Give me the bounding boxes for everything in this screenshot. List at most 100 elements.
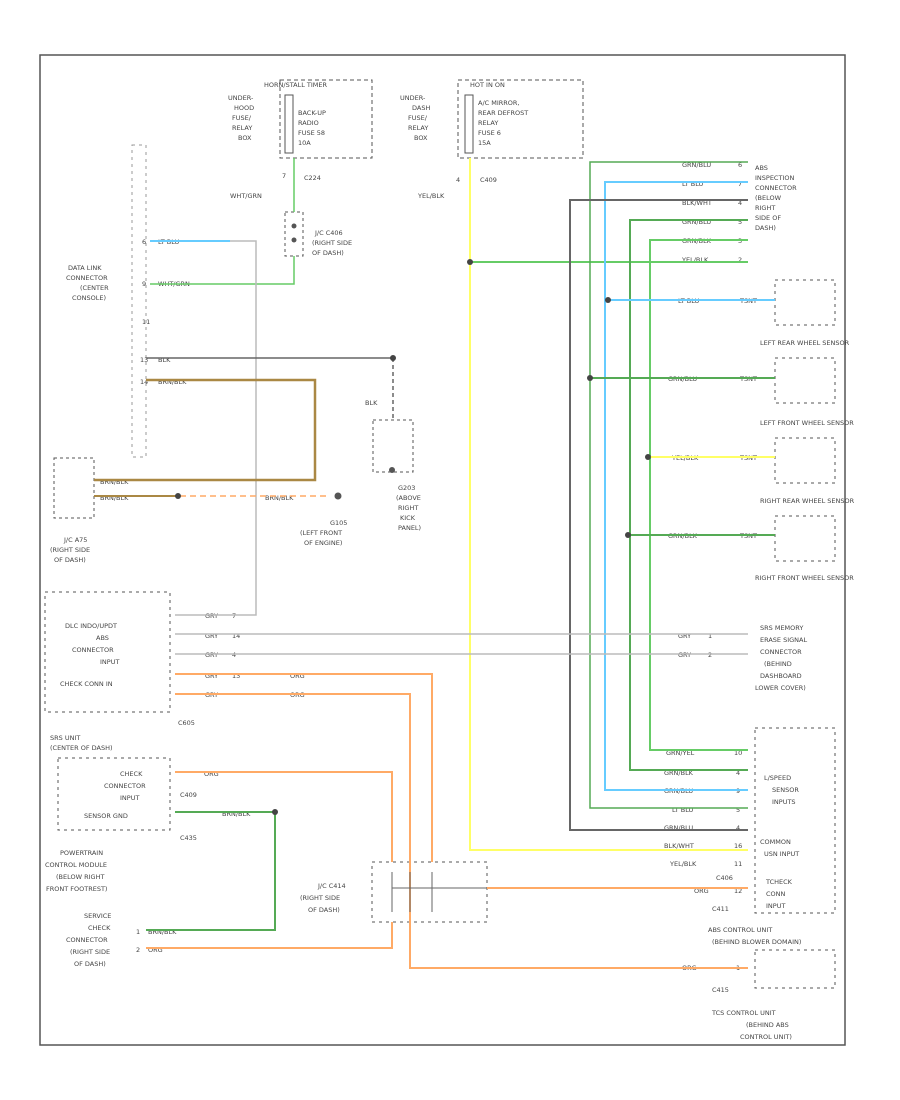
dlc-wire-blk: BLK [158, 356, 171, 364]
dlc-in-gry-2: GRY [205, 651, 218, 659]
jc-c406-1: (RIGHT SIDE [312, 239, 352, 247]
c605-label: C605 [178, 719, 195, 727]
abs-w-5: YEL/BLK [681, 256, 709, 264]
jc-c406-0: J/C C406 [314, 229, 343, 237]
g105-0: G105 [330, 519, 347, 527]
wire-org-1 [175, 673, 433, 862]
jc-a75: BRN/BLK BRN/BLK J/C A75 (RIGHT SIDE OF D… [50, 457, 347, 564]
pcm-3: FRONT FOOTREST) [46, 885, 107, 893]
uhfr-line-2: FUSE/ [232, 114, 252, 122]
c414-0: J/C C414 [317, 882, 346, 890]
dlc-line-1: CONNECTOR [66, 274, 108, 282]
abs-w-3: GRN/BLU [682, 218, 711, 226]
udfr-fuse-5: 15A [478, 139, 491, 147]
dlc-in-1: ABS [96, 634, 109, 642]
absu-1: (BEHIND BLOWER DOMAIN) [712, 938, 801, 946]
uhfr-wire-label: WHT/GRN [230, 192, 262, 200]
wires [94, 158, 775, 969]
tcs-2: CONTROL UNIT) [740, 1033, 792, 1041]
c224-label: C224 [304, 174, 321, 182]
splice-rr [645, 454, 651, 460]
pcm-2: (BELOW RIGHT [56, 873, 104, 881]
srs-pin-0: 1 [708, 632, 712, 640]
lp-4: 4 [736, 824, 740, 832]
udfr-fuse-box [457, 79, 584, 159]
srs-pin-1: 2 [708, 651, 712, 659]
svc-0: SERVICE [84, 912, 111, 920]
udfr-line-0: UNDER- [400, 94, 426, 102]
service-check-connector: SERVICE CHECK CONNECTOR (RIGHT SIDE OF D… [66, 912, 177, 968]
dlc-pin-9: 9 [142, 280, 146, 288]
wire-org-svc [146, 922, 393, 949]
c435-label: C435 [180, 834, 197, 842]
svc-4: OF DASH) [74, 960, 106, 968]
svc-org: ORG [148, 946, 163, 954]
srs-gry-0: GRY [678, 632, 691, 640]
wire-whtgrn-dlc [150, 256, 295, 285]
udfr-fuse-3: RELAY [478, 119, 498, 127]
dlc-in-3: INPUT [100, 658, 119, 666]
g203-splice [390, 355, 396, 361]
g203-0: G203 [398, 484, 415, 492]
dlc-in-gry-1: GRY [205, 632, 218, 640]
lw-6: YEL/BLK [669, 860, 697, 868]
abs-insp-1: INSPECTION [755, 174, 794, 182]
lp-6: 11 [734, 860, 742, 868]
abs-insp-6: DASH) [755, 224, 776, 232]
sensor-rr: RIGHT REAR WHEEL SENSOR [760, 497, 855, 505]
splice-lf [587, 375, 593, 381]
uhfr-line-4: BOX [238, 134, 252, 142]
lw-3: LT BLU [672, 806, 694, 814]
udfr-line-1: DASH [412, 104, 430, 112]
dlc-pin-6: 6 [142, 238, 146, 246]
lspeed-0: L/SPEED [764, 774, 791, 782]
srs-5: LOWER COVER) [755, 684, 806, 692]
a75-wire-0: BRN/BLK [100, 478, 129, 486]
wire-pcm-svc [146, 811, 276, 931]
diagram-border [39, 54, 846, 1046]
abs-w-2: BLK/WHT [682, 199, 712, 207]
svc-1: CHECK [88, 924, 111, 932]
dlc-in-2: CONNECTOR [72, 646, 114, 654]
abs-insp-3: (BELOW [755, 194, 782, 202]
cc-0: CHECK [120, 770, 143, 778]
dlc-pin-11: 11 [142, 318, 150, 326]
udfr-fuse-symbol [464, 94, 474, 154]
udfr-wire-label: YEL/BLK [417, 192, 445, 200]
wire-brnblk-loop [94, 378, 317, 482]
abs-w-1: LT BLU [682, 180, 704, 188]
g105-2: OF ENGINE) [304, 539, 342, 547]
dlc-pin-14: 14 [140, 378, 148, 386]
tcheck-1: CONN [766, 890, 786, 898]
srs-org: ORG [204, 770, 219, 778]
g203-wire: BLK [365, 399, 378, 407]
udfr-fuse-1: A/C MIRROR, [478, 99, 520, 107]
wire-grnblu-a [589, 161, 748, 809]
udfr-fuse-4: FUSE 6 [478, 129, 501, 137]
uhfr-fuse-box [279, 79, 373, 159]
uhfr-line-3: RELAY [232, 124, 252, 132]
abs-insp-4: RIGHT [755, 204, 775, 212]
a75-wire-1: BRN/BLK [100, 494, 129, 502]
tcs-1: (BEHIND ABS [746, 1021, 789, 1029]
lw-1: GRN/BLK [664, 769, 694, 777]
lp-1: 4 [736, 769, 740, 777]
tcheck-0: TCHECK [765, 878, 793, 886]
abs-insp-0: ABS [755, 164, 768, 172]
common-0: COMMON [760, 838, 791, 846]
lspeed-1: SENSOR [772, 786, 799, 794]
common-1: USN INPUT [764, 850, 799, 858]
abs-w-0: GRN/BLU [682, 161, 711, 169]
sensor-lf: LEFT FRONT WHEEL SENSOR [760, 419, 854, 427]
g203-2: RIGHT [398, 504, 418, 512]
srs-unit-0: SRS UNIT [50, 734, 80, 742]
a75-splice [175, 493, 181, 499]
wire-grnblu-b [629, 219, 748, 771]
abs-insp-2: CONNECTOR [755, 184, 797, 192]
abs-p-1: 7 [738, 180, 742, 188]
jc-a75-0: J/C A75 [63, 536, 87, 544]
udfr-pin: 4 [456, 176, 460, 184]
abs-p-3: 5 [738, 218, 742, 226]
svc-2: CONNECTOR [66, 936, 108, 944]
svc-3: (RIGHT SIDE [70, 948, 110, 956]
